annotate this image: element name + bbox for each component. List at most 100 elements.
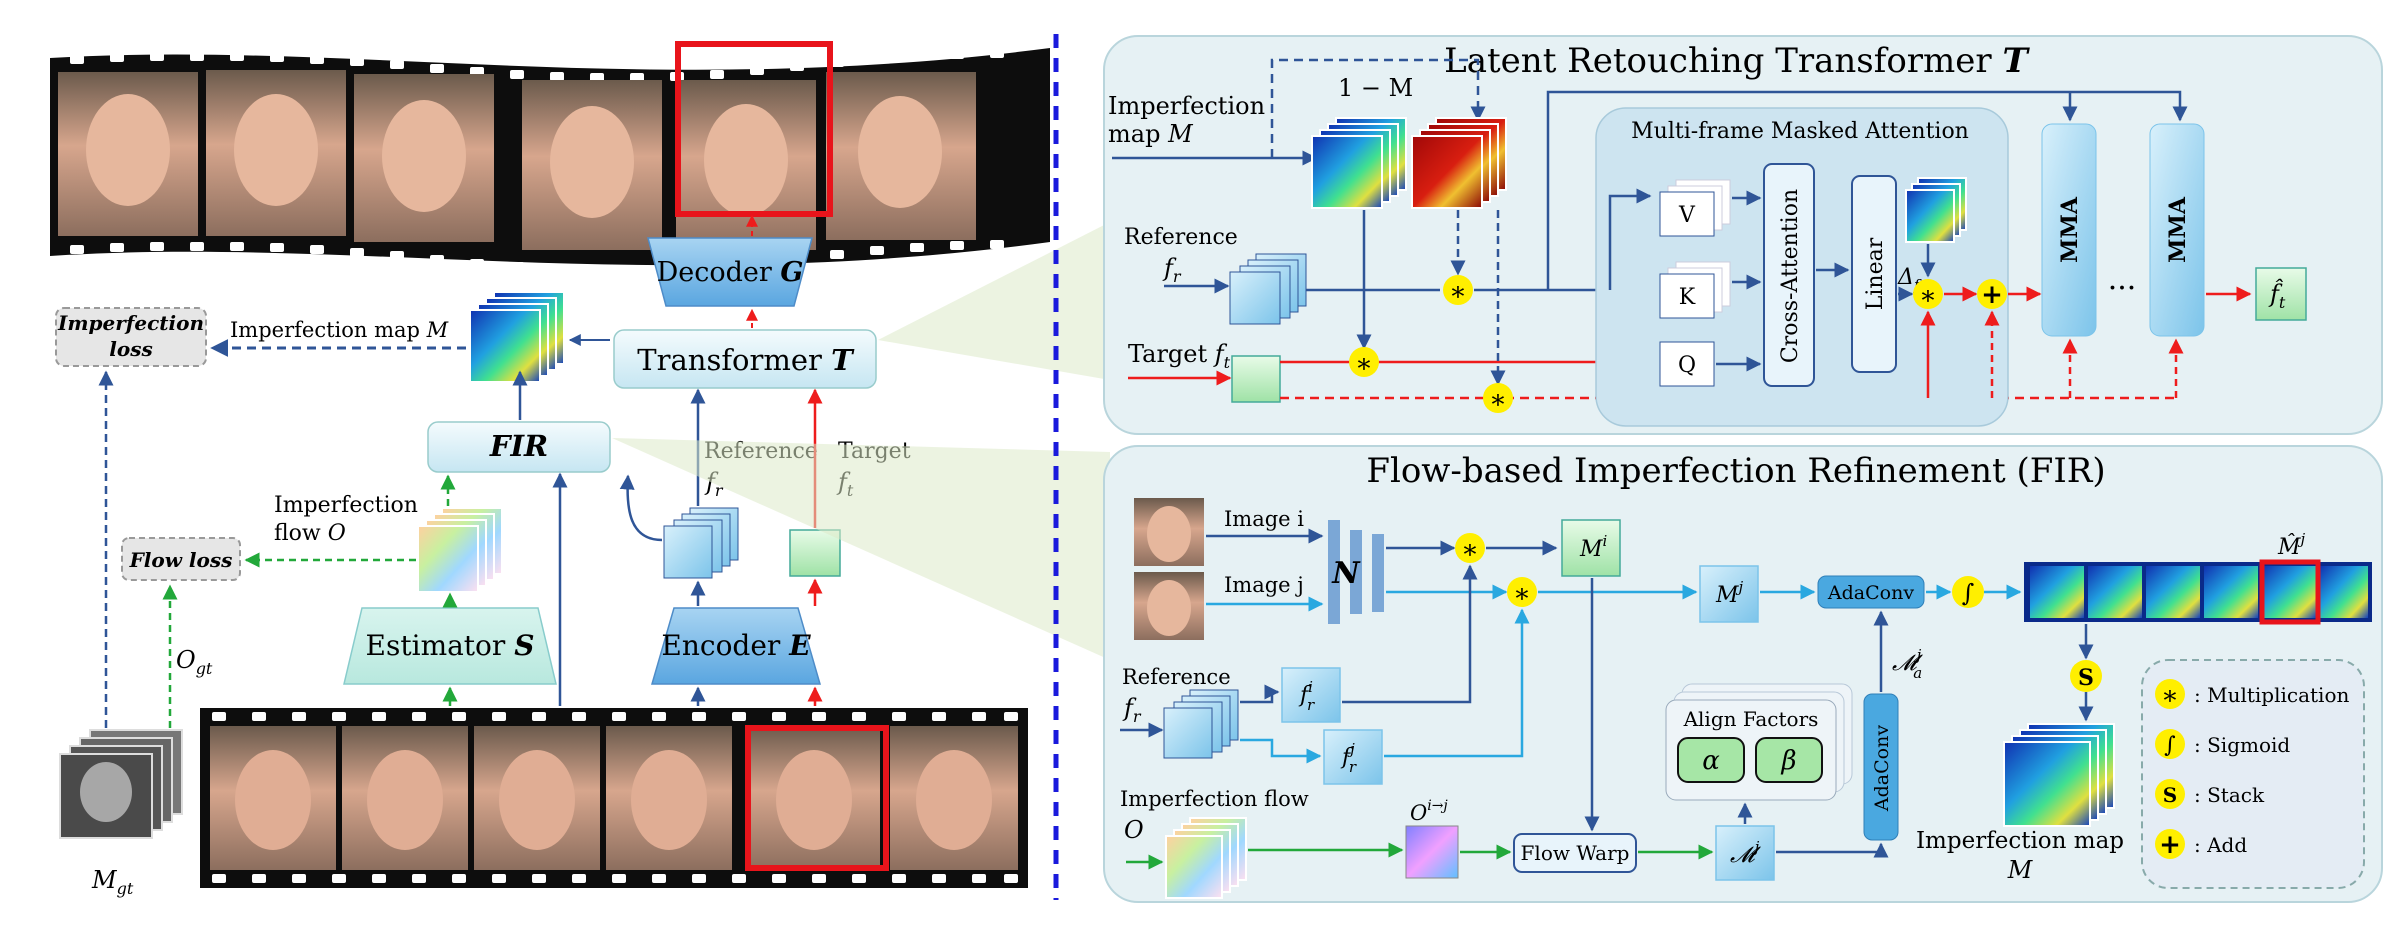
imperfection-map-input-line2: map M — [1108, 120, 1194, 148]
svg-text:∫: ∫ — [2164, 733, 2176, 758]
m-hat-j-label: M̂j — [2277, 530, 2306, 560]
imperfection-loss-line2: loss — [109, 337, 152, 361]
target-feature-box — [789, 529, 841, 577]
image-i-label: Image i — [1224, 507, 1304, 531]
legend-item-add: + : Add — [2155, 829, 2247, 860]
flow-warp-block — [1513, 833, 1637, 873]
adaconv-v-block — [1863, 693, 1899, 841]
m-i-label: Mi — [1579, 532, 1608, 562]
fir-multiply-node-2: ∗ — [1507, 577, 1537, 609]
fir-imperfection-flow-sym: O — [1124, 816, 1144, 844]
multiply-node-3: ∗ — [1483, 383, 1513, 415]
selected-frame-highlight — [675, 41, 833, 217]
cross-attention-label: Cross-Attention — [1778, 189, 1803, 363]
mj-warp-box — [1715, 825, 1775, 881]
one-minus-m-label: 1 − M — [1338, 74, 1413, 102]
fir-reference-label: Reference — [1122, 665, 1231, 689]
mma-title: Multi-frame Masked Attention — [1631, 119, 1969, 144]
imperfection-map-stack — [469, 291, 565, 383]
flow-warp-label: Flow Warp — [1521, 841, 1630, 865]
svg-text:: Add: : Add — [2194, 833, 2247, 857]
svg-text:S: S — [2078, 665, 2094, 691]
svg-text:S: S — [2163, 783, 2177, 807]
transformer-panel-title: Latent Retouching Transformer T — [1444, 41, 2030, 81]
v-box: V — [1659, 179, 1731, 237]
legend-item-sigmoid: ∫ : Sigmoid — [2155, 729, 2290, 759]
svg-text:+: + — [1981, 280, 2003, 310]
multiply-node-2: ∗ — [1443, 275, 1473, 307]
q-box: Q — [1659, 341, 1715, 387]
add-node: + — [1977, 279, 2007, 310]
svg-text:K: K — [1679, 285, 1696, 310]
adaconv-v-label: AdaConv — [1871, 725, 1893, 812]
input-filmstrip — [200, 708, 1028, 888]
imperfection-flow-stack — [417, 507, 503, 593]
mma-block-1 — [2041, 123, 2097, 337]
n-label: N — [1331, 556, 1361, 591]
transformer-reference-cube — [1229, 253, 1307, 325]
final-map-sym: M — [2007, 856, 2034, 884]
encoder-block — [651, 607, 821, 685]
svg-text:∗: ∗ — [1355, 349, 1373, 379]
transformer-reference-label: Reference — [1124, 225, 1238, 250]
alpha-box — [1677, 737, 1745, 783]
output-feature-box — [2255, 267, 2307, 321]
k-box: K — [1659, 261, 1731, 319]
imperfection-flow-line2: flow O — [274, 521, 346, 546]
fir-multiply-node-1: ∗ — [1455, 533, 1485, 565]
gt-map-stack — [59, 729, 183, 839]
align-factors-label: Align Factors — [1683, 707, 1819, 731]
svg-text:∫: ∫ — [1962, 579, 1975, 607]
imperfection-map-input-line1: Imperfection — [1108, 92, 1265, 120]
frj-box — [1323, 729, 1383, 785]
m-gt-label: Mgt — [91, 866, 134, 898]
mma-ellipsis: ··· — [2108, 271, 2137, 306]
fir-label: FIR — [489, 429, 548, 463]
fir-panel: Flow-based Imperfection Refinement (FIR)… — [1103, 445, 2383, 903]
cross-attention-block — [1763, 163, 1815, 387]
left-panel: Imperfection loss Imperfection map M Dec… — [50, 41, 1110, 898]
svg-text:: Multiplication: : Multiplication — [2194, 683, 2349, 707]
imperfection-flow-line1: Imperfection — [274, 493, 418, 518]
svg-text:: Sigmoid: : Sigmoid — [2194, 733, 2290, 757]
svg-text:∗: ∗ — [2161, 681, 2179, 711]
m-j-label: Mj — [1715, 578, 1744, 608]
svg-text:: Stack: : Stack — [2194, 783, 2265, 807]
reference-feature-cube — [663, 507, 739, 579]
transformer-target-box — [1231, 355, 1281, 403]
svg-text:Q: Q — [1678, 353, 1696, 378]
svg-text:∗: ∗ — [1489, 385, 1507, 415]
n-network — [1328, 520, 1384, 624]
beta-box — [1755, 737, 1823, 783]
final-map-label: Imperfection map — [1916, 828, 2124, 854]
mask-map-stack — [1311, 117, 1407, 209]
svg-text:V: V — [1678, 203, 1696, 228]
fri-box — [1281, 667, 1341, 723]
imperfection-map-label: Imperfection map M — [230, 318, 449, 342]
legend-item-stack: S : Stack — [2155, 779, 2265, 809]
fir-block — [427, 421, 611, 473]
beta-label: β — [1780, 746, 1796, 776]
inverse-mask-stack — [1411, 117, 1507, 209]
output-filmstrip — [50, 41, 1050, 274]
transformer-target-label: Target ft — [1128, 340, 1231, 372]
m-j-box — [1699, 565, 1759, 623]
decoder-label: Decoder G — [657, 257, 804, 288]
transformer-block — [613, 329, 877, 389]
estimator-label: Estimator S — [366, 629, 535, 662]
svg-text:∗: ∗ — [1449, 277, 1467, 307]
estimator-block — [343, 607, 557, 685]
o-ij-label: Oi→j — [1410, 798, 1448, 825]
mma-label-1: MMA — [2057, 196, 2083, 263]
transformer-label: Transformer T — [637, 343, 855, 377]
svg-text:∗: ∗ — [1513, 579, 1531, 609]
multiply-node-1: ∗ — [1349, 347, 1379, 379]
fir-panel-title: Flow-based Imperfection Refinement (FIR) — [1366, 451, 2105, 491]
m-i-box — [1561, 519, 1621, 577]
svg-text:∗: ∗ — [1919, 281, 1937, 311]
image-j-label: Image j — [1224, 573, 1304, 597]
delta-map-stack — [1905, 177, 1967, 243]
